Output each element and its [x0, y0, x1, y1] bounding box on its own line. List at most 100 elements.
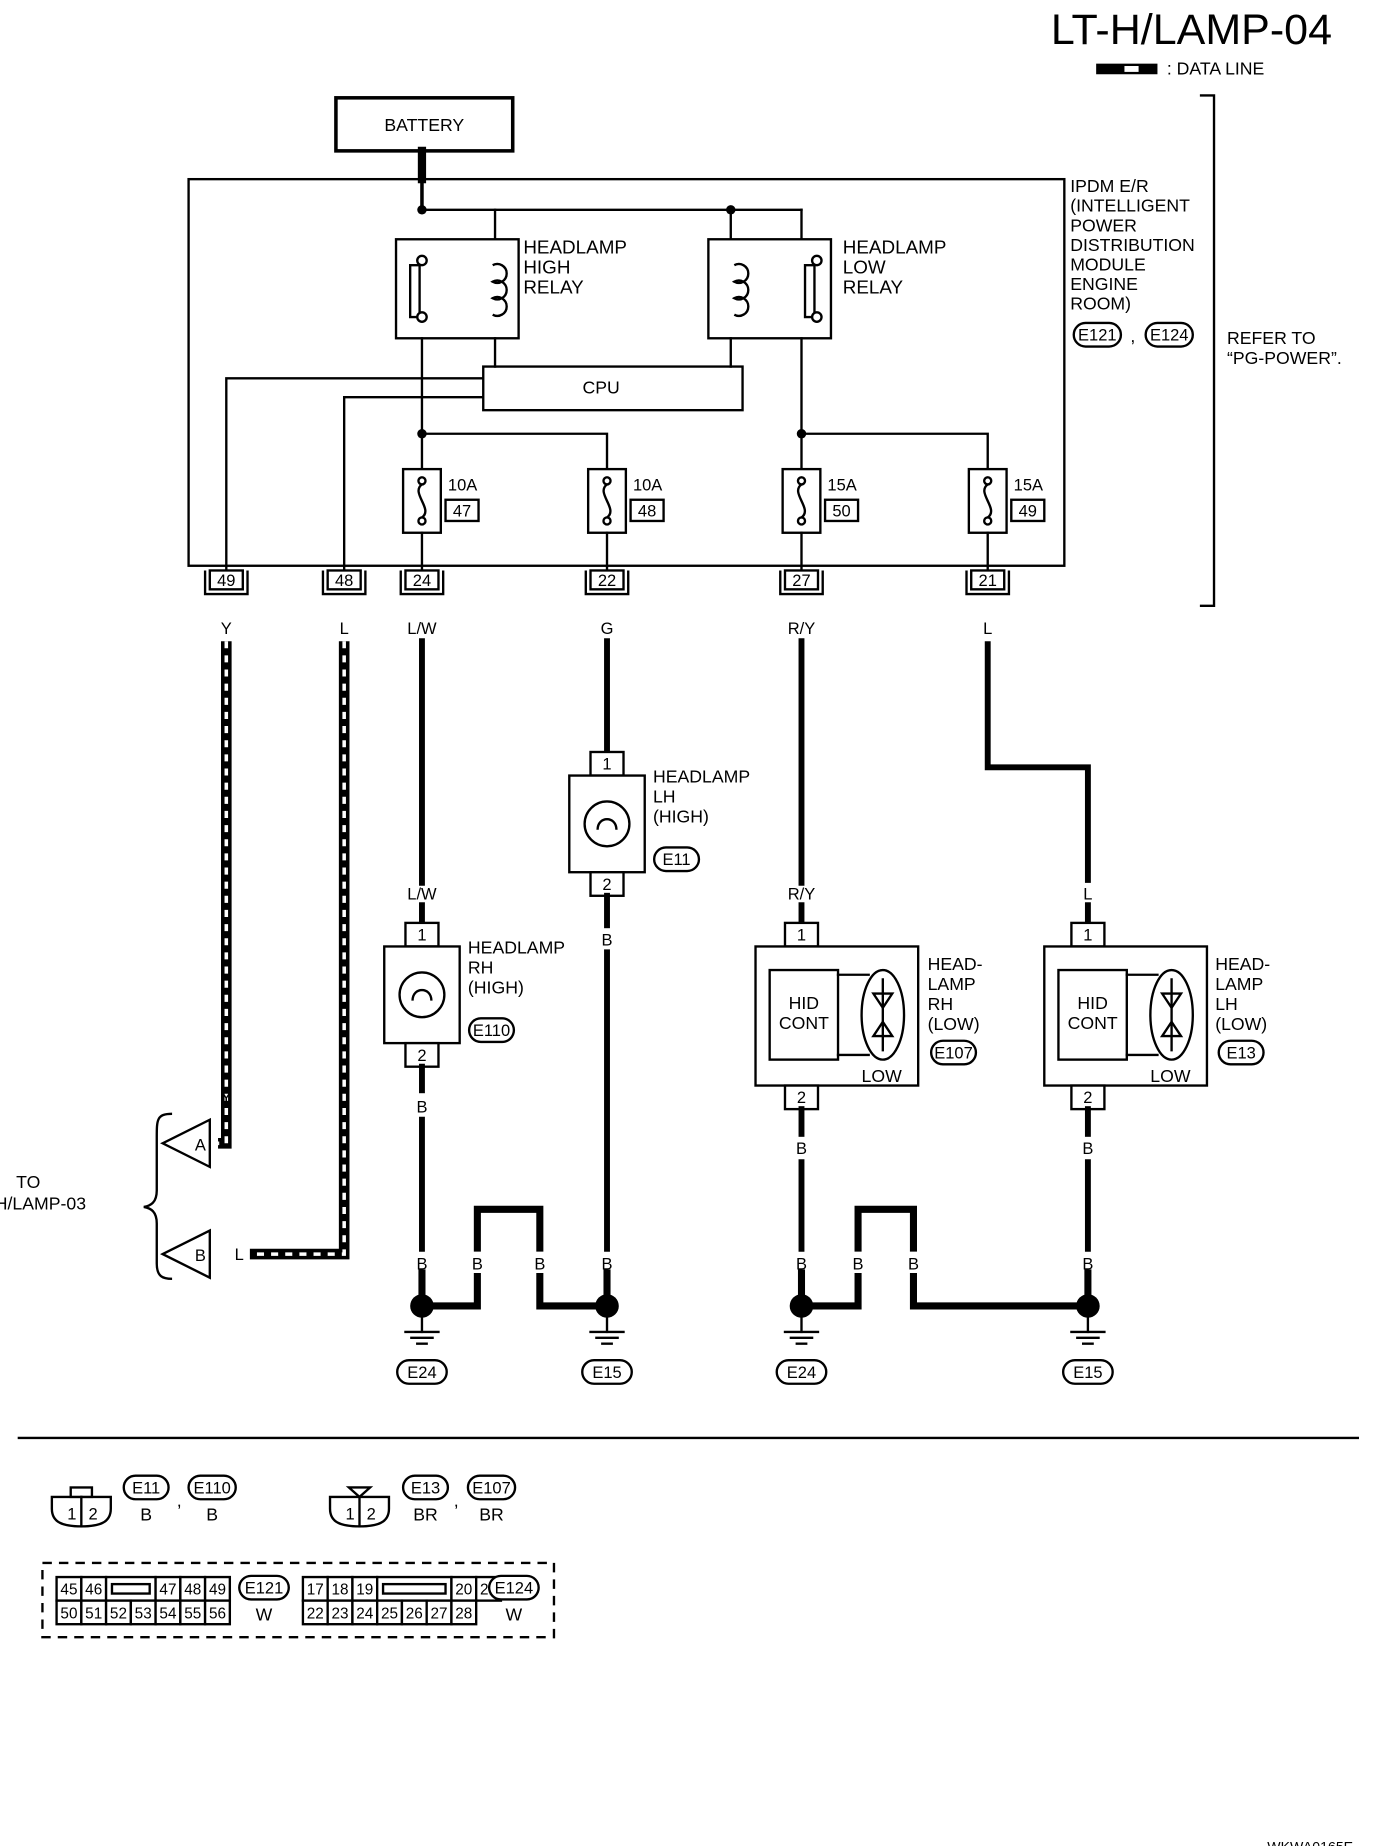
headlamp-lh-low-label: HEAD- [1215, 954, 1270, 974]
connector-e124-pin: 20 [455, 1582, 472, 1599]
ground-wire-code: B [416, 1255, 427, 1273]
connector-e11-latch [69, 1486, 94, 1499]
connector-e124-color: W [506, 1605, 523, 1625]
refer-to-label: “PG-POWER”. [1227, 348, 1342, 368]
headlamp-rh-low-connector-ref: E107 [934, 1044, 973, 1062]
headlamp-rh-low-hid-label: HID [789, 993, 819, 1013]
headlamp-lh-high-pin1: 1 [602, 756, 611, 774]
headlamp-rh-low-label: LAMP [928, 974, 976, 994]
wire-code-mask [412, 1251, 432, 1273]
connector-e121-ref-oval [238, 1574, 290, 1601]
connector-view-color: BR [413, 1504, 438, 1524]
headlamp-rh-high-connector-ref: E110 [473, 1022, 510, 1040]
headlamp-high-relay-contact [416, 311, 428, 323]
headlamp-lh-high-pin2: 2 [602, 876, 611, 894]
connector-view-ref-e11-oval [122, 1474, 170, 1501]
fuse-47-num: 47 [453, 502, 471, 520]
ground-jumper-2 [801, 1272, 862, 1310]
headlamp-rh-low-hid-box [768, 968, 840, 1061]
headlamp-low-relay-label: HEADLAMP [843, 236, 947, 257]
ipdm-terminal-27-box [783, 569, 820, 591]
headlamp-lh-low-pin2: 2 [1083, 1089, 1092, 1107]
fuse-47-element [417, 483, 427, 519]
data-line-l-inner [249, 641, 346, 1256]
connector-e121-latch [110, 1582, 151, 1595]
ipdm-terminal-24-bracket [399, 570, 445, 596]
bus-junction [417, 205, 427, 215]
refer-to-label: REFER TO [1227, 328, 1316, 348]
connector-view-ref-e107: E107 [472, 1479, 511, 1497]
ipdm-connector-ref-2-oval [1144, 321, 1194, 348]
ground-wire-code: B [853, 1255, 864, 1273]
ground-e15-1-ref-oval [581, 1358, 633, 1385]
headlamp-lh-low-label: LH [1215, 994, 1238, 1014]
ground-wire-code: B [472, 1255, 483, 1273]
to-arrow-b-letter: B [195, 1247, 206, 1265]
connector-e121-pin: 50 [60, 1605, 77, 1622]
headlamp-lh-high-label: HEADLAMP [653, 767, 750, 787]
cpu-data-line-49 [225, 377, 484, 571]
ipdm-name: MODULE [1070, 254, 1146, 274]
low-relay-branch [801, 432, 989, 470]
ground-e24-1-ref: E24 [407, 1364, 436, 1382]
ground-e24-1-ref-oval [396, 1358, 448, 1385]
ipdm-connector-ref-1-oval [1072, 321, 1123, 348]
wire-l [984, 641, 1091, 883]
wire-code-mask [467, 1251, 487, 1273]
ipdm-terminal-49-box [208, 569, 244, 591]
branch-junction [417, 429, 427, 439]
wire-code-mask [848, 1251, 868, 1273]
connector-e11-pin: 2 [89, 1505, 98, 1523]
ground-e15-2-ref-oval [1061, 1358, 1114, 1385]
cpu-box [482, 365, 744, 412]
connector-e124-pin: 23 [332, 1605, 349, 1622]
connector-e13-pin: 1 [345, 1505, 354, 1523]
wire-code-mask [904, 1251, 923, 1273]
headlamp-high-relay-label: RELAY [523, 276, 584, 297]
fuse-48-amp: 10A [633, 476, 662, 494]
connector-e124-pin: 26 [406, 1605, 423, 1622]
wire-code-ry-2: R/Y [788, 885, 816, 903]
connector-e121-color: W [256, 1605, 273, 1625]
headlamp-rh-high-label: RH [468, 958, 494, 978]
connector-view-color: BR [479, 1504, 504, 1524]
connector-e124-ref-oval [487, 1574, 540, 1601]
headlamp-rh-high-label: HEADLAMP [468, 938, 565, 958]
ipdm-name: ENGINE [1070, 274, 1138, 294]
ipdm-name: POWER [1070, 215, 1137, 235]
connector-view-separator: , [454, 1490, 459, 1510]
headlamp-low-relay-label: RELAY [843, 276, 904, 297]
connector-e121-pin: 46 [85, 1582, 102, 1599]
headlamp-lh-high-label: LH [653, 787, 676, 807]
headlamp-lh-low-hid-label: HID [1077, 993, 1107, 1013]
connector-e121-pin: 56 [209, 1605, 226, 1622]
battery-label: BATTERY [384, 115, 464, 135]
ipdm-terminal-48-box [326, 569, 362, 591]
to-brace [143, 1112, 173, 1281]
headlamp-high-relay-coil [490, 262, 508, 318]
data-line-legend-gap [1124, 66, 1139, 72]
fuse-50-amp: 15A [827, 476, 856, 494]
ground-jumper-2 [909, 1272, 1088, 1310]
connector-e121-pin: 51 [85, 1605, 102, 1622]
fuse-49-num-box [1010, 498, 1046, 523]
cpu-label: CPU [582, 378, 619, 398]
data-line-y-outer [218, 641, 232, 1149]
headlamp-rh-high-connector-ref-oval [467, 1017, 516, 1044]
connector-view-color: B [140, 1504, 152, 1524]
connector-e11-pin: 1 [67, 1505, 76, 1523]
headlamp-lh-low-connector-ref: E13 [1226, 1044, 1255, 1062]
headlamp-low-relay-contact [810, 254, 823, 267]
connector-face-frame [41, 1561, 556, 1639]
ipdm-connector-ref-2: E124 [1150, 327, 1189, 345]
headlamp-lh-low-hid-box [1057, 968, 1128, 1061]
data-line-legend-label: : DATA LINE [1167, 58, 1265, 78]
ipdm-terminal-27-bracket [779, 570, 824, 596]
ground-e15-2-ref: E15 [1073, 1364, 1102, 1382]
connector-view-ref-e107-oval [466, 1474, 517, 1501]
headlamp-rh-high-body [383, 945, 461, 1045]
connector-e121-pin: 54 [159, 1605, 177, 1622]
ipdm-er-frame [187, 177, 1066, 567]
connector-e124-pin: 17 [307, 1582, 324, 1599]
